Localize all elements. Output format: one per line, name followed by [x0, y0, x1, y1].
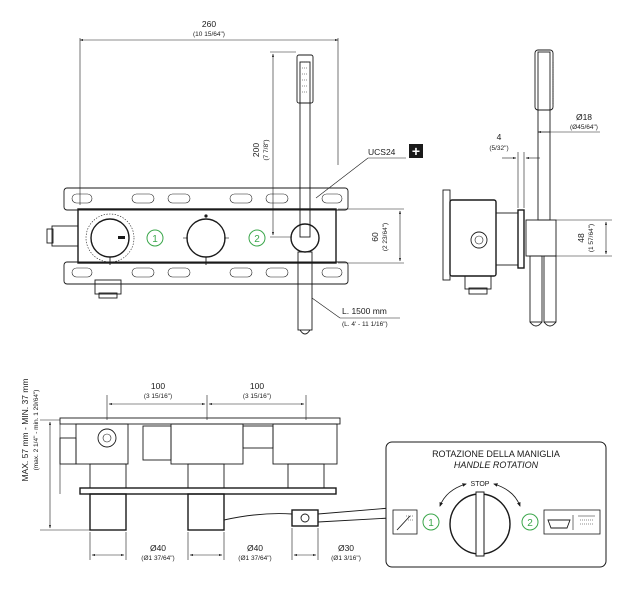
spacing-dimension-1-inch: (3 15/16") — [144, 393, 172, 400]
rotation-marker-2 — [521, 513, 539, 531]
shower-head-holes — [302, 61, 308, 93]
rotation-marker-1 — [422, 513, 440, 531]
handle-rotation-box: ROTAZIONE DELLA MANIGLIA HANDLE ROTATION… — [385, 441, 607, 568]
diameter-1: Ø40 — [150, 543, 166, 553]
hose-length: L. 1500 mm — [342, 306, 387, 316]
height-dimension: 200 — [251, 143, 261, 157]
position-marker-1-label: 1 — [152, 234, 158, 245]
rotation-marker-2-label: 2 — [527, 518, 533, 529]
side-height-dimension: 48 — [576, 233, 586, 243]
ucs-plus-icon — [409, 144, 423, 158]
stop-label: STOP — [471, 481, 490, 488]
diameter-3: Ø30 — [338, 543, 354, 553]
position-marker-2-label: 2 — [254, 234, 260, 245]
max-min-dimension-inch: (max. 2 1/4" - min. 1 29/64") — [33, 390, 40, 471]
diameter-1-inch: (Ø1 37/64") — [141, 555, 174, 562]
rotation-marker-1-label: 1 — [428, 518, 434, 529]
rotation-title: ROTAZIONE DELLA MANIGLIA — [432, 449, 560, 459]
depth-dimension: 60 — [370, 232, 380, 242]
front-view: 260 (10 15/64") — [46, 19, 423, 335]
width-dimension: 260 — [202, 19, 216, 29]
offset-dimension-inch: (5/32") — [489, 145, 508, 152]
diameter-dimension: Ø18 — [576, 112, 592, 122]
diameter-2: Ø40 — [247, 543, 263, 553]
height-dimension-inch: (7 7/8") — [263, 139, 270, 160]
spacing-dimension-2: 100 — [250, 381, 264, 391]
width-dimension-inch: (10 15/64") — [193, 31, 225, 38]
rotation-subtitle: HANDLE ROTATION — [454, 460, 539, 470]
spacing-dimension-2-inch: (3 15/16") — [243, 393, 271, 400]
position-marker-2 — [248, 229, 266, 247]
diameter-3-inch: (Ø1 3/16") — [331, 555, 361, 562]
ucs-label: UCS24 — [368, 147, 396, 157]
side-view: 4 (5/32") Ø18 (Ø45/64") 48 (1 57/64") — [442, 49, 612, 327]
frame-slots — [71, 193, 343, 278]
offset-dimension: 4 — [497, 132, 502, 142]
spacing-dimension-1: 100 — [151, 381, 165, 391]
max-min-dimension: MAX. 57 mm - MIN. 37 mm — [20, 379, 30, 482]
diameter-2-inch: (Ø1 37/64") — [238, 555, 271, 562]
hose-length-inch: (L. 4' - 11 1/16") — [342, 321, 388, 328]
depth-dimension-inch: (2 23/64") — [382, 223, 389, 251]
diameter-dimension-inch: (Ø45/64") — [570, 124, 598, 131]
hand-shower-icon — [392, 509, 418, 535]
side-height-dimension-inch: (1 57/64") — [588, 224, 595, 252]
ucs-plus-symbol: + — [412, 143, 420, 159]
position-marker-1 — [146, 229, 164, 247]
bottom-view: 100 (3 15/16") 100 (3 15/16") MAX. 57 m — [20, 379, 391, 562]
bathtub-shower-icon — [543, 509, 601, 535]
